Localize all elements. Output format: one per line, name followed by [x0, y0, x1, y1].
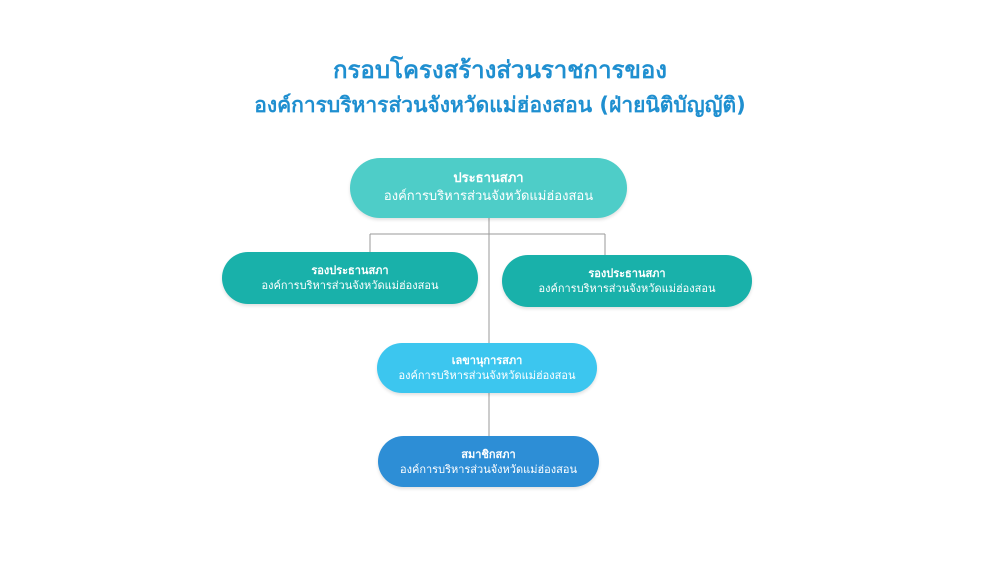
- node-vice-president-left: รองประธานสภา องค์การบริหารส่วนจังหวัดแม่…: [222, 252, 478, 304]
- node-org-label: องค์การบริหารส่วนจังหวัดแม่ฮ่องสอน: [538, 282, 716, 295]
- node-role-label: รองประธานสภา: [588, 267, 666, 280]
- node-council-secretary: เลขานุการสภา องค์การบริหารส่วนจังหวัดแม่…: [377, 343, 597, 393]
- node-council-president: ประธานสภา องค์การบริหารส่วนจังหวัดแม่ฮ่อ…: [350, 158, 627, 218]
- node-role-label: รองประธานสภา: [311, 264, 389, 277]
- node-role-label: สมาชิกสภา: [461, 447, 516, 461]
- node-org-label: องค์การบริหารส่วนจังหวัดแม่ฮ่องสอน: [383, 189, 594, 204]
- node-org-label: องค์การบริหารส่วนจังหวัดแม่ฮ่องสอน: [261, 279, 439, 292]
- node-council-member: สมาชิกสภา องค์การบริหารส่วนจังหวัดแม่ฮ่อ…: [378, 436, 599, 487]
- node-org-label: องค์การบริหารส่วนจังหวัดแม่ฮ่องสอน: [398, 369, 576, 382]
- node-vice-president-right: รองประธานสภา องค์การบริหารส่วนจังหวัดแม่…: [502, 255, 752, 307]
- node-org-label: องค์การบริหารส่วนจังหวัดแม่ฮ่องสอน: [400, 462, 577, 476]
- diagram-title-line1: กรอบโครงสร้างส่วนราชการของ: [333, 56, 667, 84]
- node-role-label: ประธานสภา: [453, 171, 524, 186]
- node-role-label: เลขานุการสภา: [451, 354, 523, 367]
- diagram-title-line2: องค์การบริหารส่วนจังหวัดแม่ฮ่องสอน (ฝ่าย…: [254, 93, 746, 117]
